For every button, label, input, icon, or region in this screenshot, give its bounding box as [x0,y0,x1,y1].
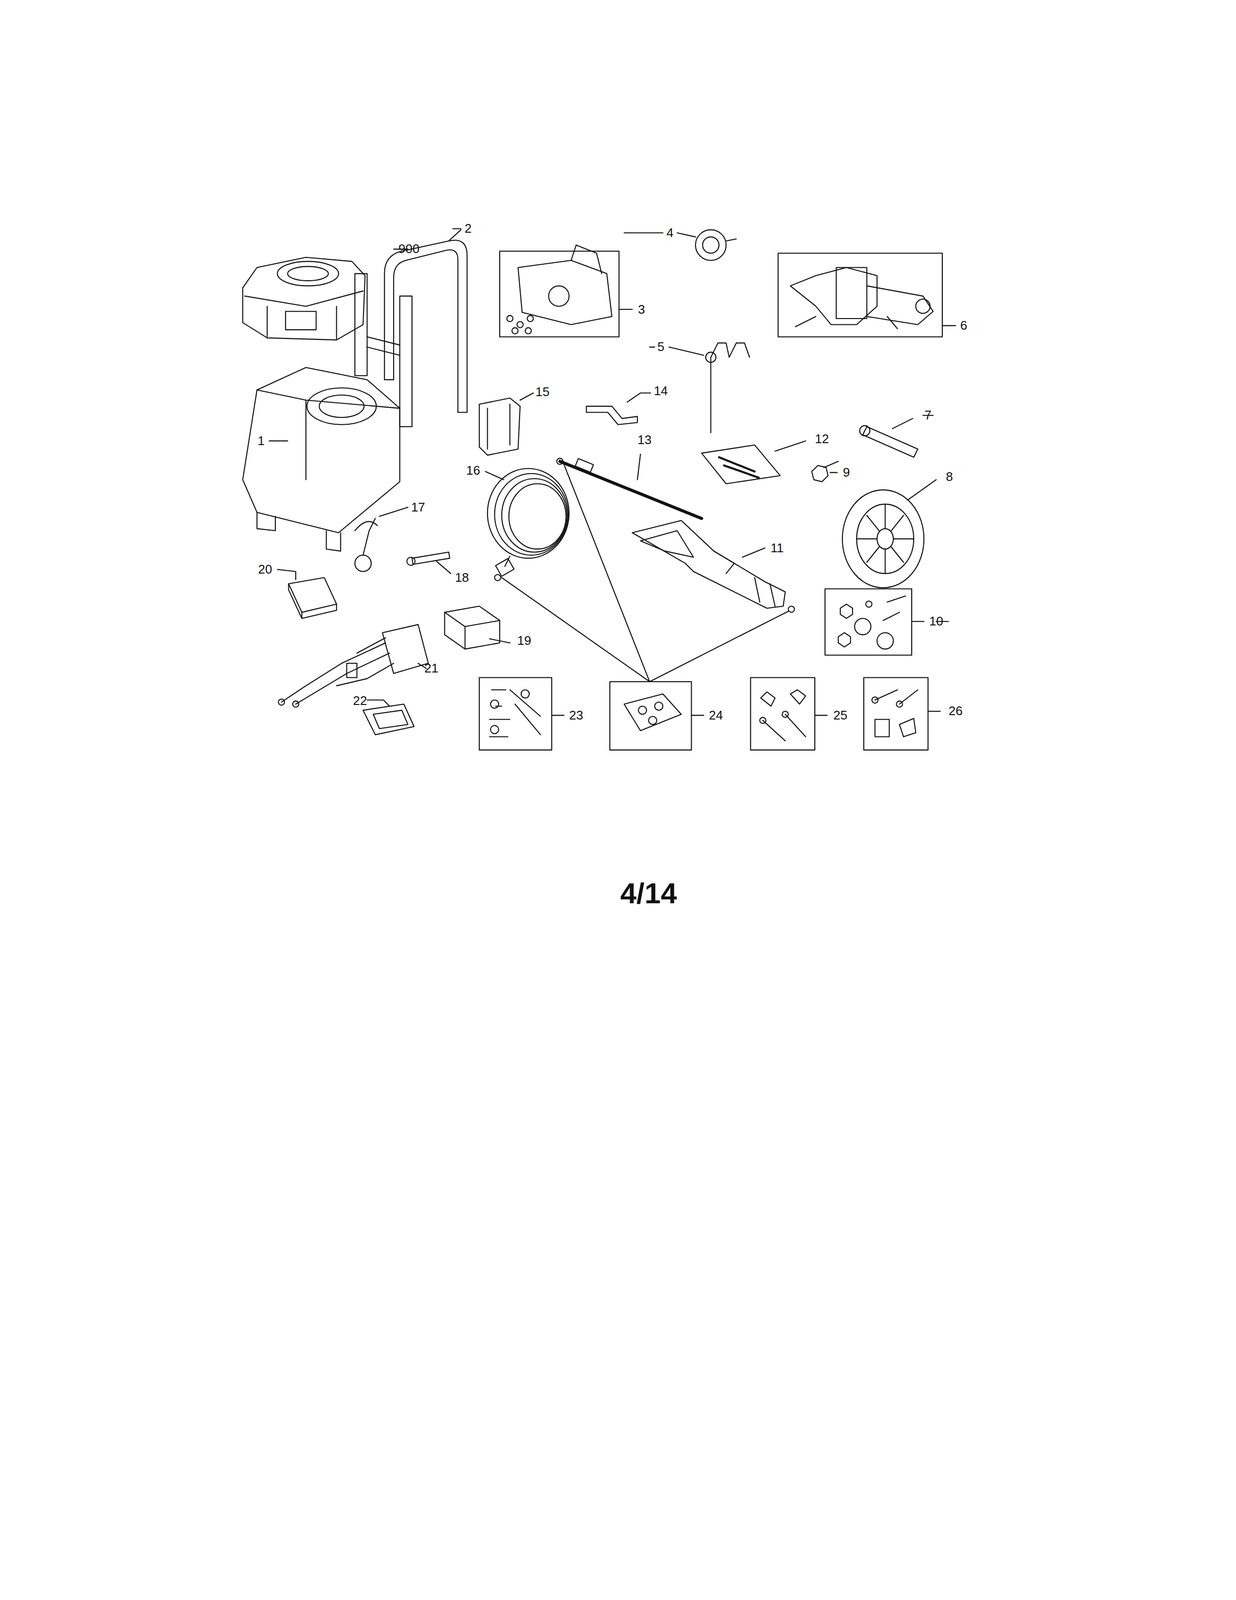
clip-hardware [871,689,919,737]
callout-number: 13 [637,433,652,446]
cap-ring [354,507,408,572]
callout-number: 8 [946,470,953,483]
callout-number: 10 [929,614,944,628]
plate [363,699,414,735]
callout-number: 15 [535,385,550,398]
callout-number: 9 [842,465,850,479]
handle [384,229,467,413]
control-panel [507,244,613,334]
callout-number: 7 [924,408,932,422]
fuel-cap [677,229,737,261]
engine [242,249,409,340]
wheel-hardware [838,595,906,649]
callout-number: 17 [411,500,426,514]
callout-number: 5 [657,340,665,353]
bracket [586,393,651,425]
callout-number: 3 [637,302,645,316]
callout-number: 20 [258,562,273,576]
wire-harness [278,624,428,707]
nut [811,460,839,482]
callout-number: 2 [464,221,472,235]
callout-number: 14 [653,384,668,397]
callout-number: 26 [948,704,963,717]
gun-holder [479,393,534,456]
callout-number: 19 [517,633,532,647]
bolt [406,552,451,574]
callout-number: 900 [398,242,420,255]
hose [485,468,570,581]
callout-number: 1 [257,434,265,447]
page-number: 4/14 [620,878,678,908]
callout-number: 22 [352,694,367,707]
callout-number: 23 [569,708,584,722]
wand [556,454,702,519]
wheel [842,479,937,588]
frame-hardware [489,689,541,737]
callout-number: 6 [960,318,967,332]
callout-number: 4 [666,226,674,239]
nozzle-bag [701,440,807,484]
module [277,569,337,619]
callout-number: 18 [455,570,470,584]
knob-hardware [759,689,806,741]
axle [859,418,919,458]
callout-number: 24 [709,708,724,722]
callout-number: 21 [424,661,439,675]
frame [242,273,412,551]
spray-gun [632,520,795,613]
o-ring-kit [624,693,682,731]
foam-block [444,605,510,649]
callout-number: 25 [833,708,848,722]
callout-number: 12 [814,432,829,445]
pump [790,267,934,329]
callout-number: 16 [466,463,481,477]
dipstick [668,342,750,433]
callout-number: 11 [770,541,784,555]
